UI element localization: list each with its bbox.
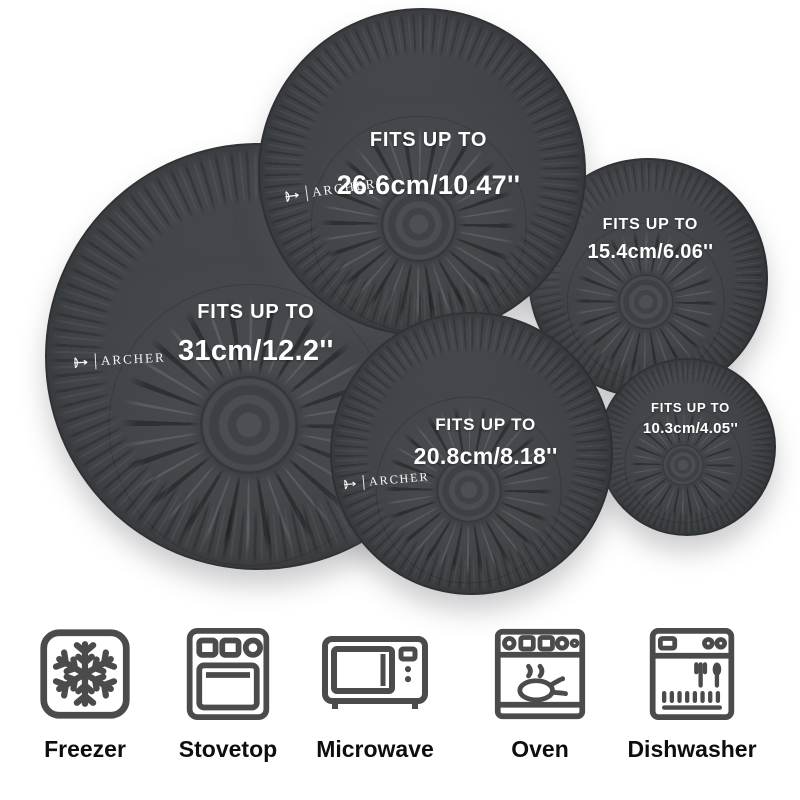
feature-microwave: Microwave [305,622,445,763]
microwave-icon-wrap [305,622,445,726]
oven-icon-wrap [470,622,610,726]
lid-center-hub [200,375,299,474]
brand-divider [94,353,97,370]
lid-size-text: FITS UP TO 20.8cm/8.18'' [414,415,558,470]
lid-20cm: FITS UP TO 20.8cm/8.18'' ARCHER [317,312,613,595]
archer-brand-logo: ARCHER [284,175,378,204]
snowflake-icon [40,629,130,719]
feature-label-stovetop: Stovetop [178,736,278,762]
stovetop-icon-wrap [158,622,298,726]
lid-size-text: FITS UP TO 10.3cm/4.05'' [643,400,738,437]
feature-label-dishwasher: Dishwasher [627,736,757,762]
archer-brand-logo: ARCHER [342,470,430,492]
feature-icons-row: Freezer Stovetop [0,622,800,792]
size-value: 26.6cm/10.47'' [336,170,521,201]
archer-bow-icon [73,357,88,369]
brand-name: ARCHER [368,469,430,489]
lid-center-hub [618,274,674,330]
lid-10cm: FITS UP TO 10.3cm/4.05'' [592,358,776,536]
size-value: 10.3cm/4.05'' [642,419,739,437]
tab-highlight [27,325,51,343]
lid-size-text: FITS UP TO 26.6cm/10.47'' [337,129,521,201]
archer-brand-logo: ARCHER [72,349,166,371]
oven-icon [494,628,586,720]
dishwasher-icon-wrap [622,622,762,726]
feature-label-oven: Oven [511,736,569,762]
lid-center-hub [662,444,704,486]
fits-up-to-label: FITS UP TO [651,399,731,415]
freezer-icon-wrap [15,622,155,726]
fits-up-to-label: FITS UP TO [435,415,537,435]
fits-up-to-label: FITS UP TO [197,300,315,323]
feature-oven: Oven [470,622,610,763]
feature-stovetop: Stovetop [158,622,298,763]
microwave-icon [322,636,428,709]
feature-label-freezer: Freezer [44,736,126,762]
lid-26cm: FITS UP TO 26.6cm/10.47'' ARCHER [258,8,586,336]
size-value: 31cm/12.2'' [177,334,334,367]
feature-label-microwave: Microwave [316,736,434,762]
brand-divider [362,475,365,491]
lid-tab [24,311,68,357]
archer-bow-icon [343,479,356,490]
lid-size-text: FITS UP TO 31cm/12.2'' [178,301,334,368]
archer-bow-icon [285,190,299,202]
stovetop-icon [186,628,270,720]
brand-divider [305,185,309,202]
feature-freezer: Freezer [15,622,155,763]
dishwasher-icon [649,627,735,721]
feature-dishwasher: Dishwasher [622,622,762,763]
brand-name: ARCHER [100,349,166,369]
lid-size-text: FITS UP TO 15.4cm/6.06'' [588,216,714,264]
size-value: 20.8cm/8.18'' [413,443,558,470]
fits-up-to-label: FITS UP TO [369,129,488,152]
fits-up-to-label: FITS UP TO [602,215,699,233]
size-value: 15.4cm/6.06'' [587,240,714,263]
